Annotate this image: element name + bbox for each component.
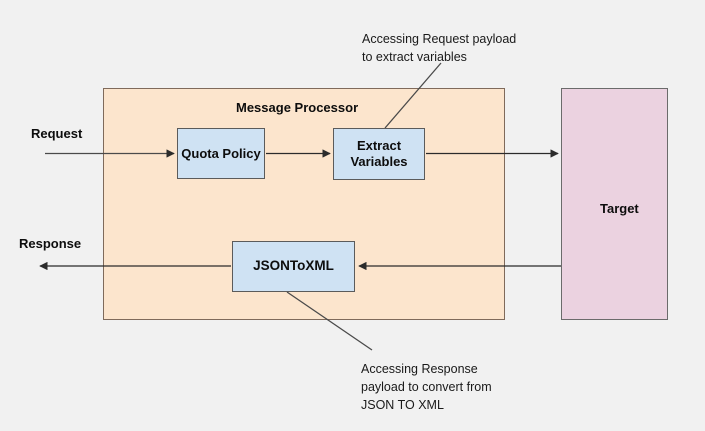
policy-box-extract-variables[interactable]: Extract Variables <box>333 128 425 180</box>
response-label: Response <box>19 236 82 251</box>
message-processor-title: Message Processor <box>236 100 359 115</box>
request-label: Request <box>31 126 83 141</box>
annotation-response-payload: Accessing Response payload to convert fr… <box>361 362 492 412</box>
policy-box-jsontoxml[interactable]: JSONToXML <box>232 241 355 292</box>
target-container <box>561 88 668 320</box>
annotation-request-payload: Accessing Request payload to extract var… <box>362 32 517 64</box>
policy-box-quota-policy[interactable]: Quota Policy <box>177 128 265 179</box>
target-label: Target <box>600 201 639 216</box>
